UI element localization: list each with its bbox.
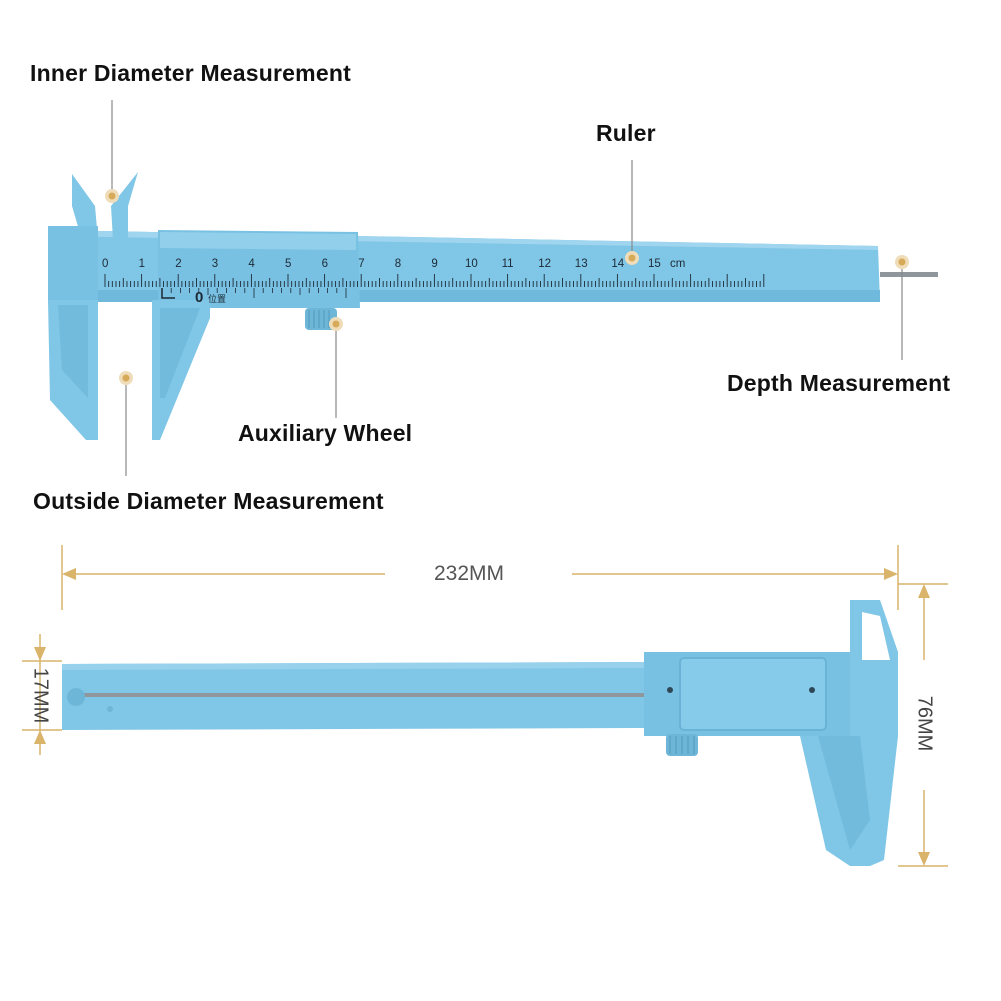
scale-number: 14: [611, 258, 624, 270]
scale-number: 6: [322, 258, 328, 270]
label-inner-diameter: Inner Diameter Measurement: [30, 60, 351, 86]
callout-dots: [105, 189, 909, 385]
inner-jaw-slot: [862, 612, 890, 660]
scale-number: 1: [139, 258, 145, 270]
back-wheel: [666, 734, 698, 756]
scale-number: 9: [431, 258, 437, 270]
scale-unit: cm: [670, 258, 685, 270]
label-ruler: Ruler: [596, 120, 656, 146]
zero-arrow: [161, 288, 175, 299]
zero-mark: 0: [195, 289, 203, 306]
scale-number: 13: [575, 258, 588, 270]
slider-panel: [679, 657, 827, 731]
scale-number: 15: [648, 258, 661, 270]
main-scale: [104, 274, 765, 287]
scale-number: 0: [102, 258, 108, 270]
label-outside-diameter: Outside Diameter Measurement: [33, 488, 384, 514]
depth-rod: [880, 272, 938, 277]
dimension-lines: [22, 545, 948, 867]
scale-number: 8: [395, 258, 401, 270]
label-depth: Depth Measurement: [727, 370, 951, 396]
scale-number: 10: [465, 258, 478, 270]
scale-number: 5: [285, 258, 291, 270]
scale-number: 12: [538, 258, 551, 270]
dim-thickness: 17MM: [29, 667, 52, 724]
scale-number: 11: [502, 258, 514, 270]
auxiliary-wheel: [305, 308, 337, 330]
scale-number: 3: [212, 258, 218, 270]
rod-end-cap: [67, 688, 85, 706]
dim-height: 76MM: [913, 695, 936, 752]
scale-number: 4: [248, 258, 255, 270]
scale-number: 2: [175, 258, 181, 270]
back-depth-rod: [80, 693, 650, 697]
zero-mark-cn: 位置: [208, 293, 226, 305]
dim-length: 232MM: [434, 562, 505, 585]
back-fixed-head: [800, 600, 898, 866]
scale-number: 7: [358, 258, 364, 270]
label-auxiliary-wheel: Auxiliary Wheel: [238, 420, 413, 446]
inner-jaw-fixed: [72, 174, 98, 240]
inner-jaw-slider: [111, 172, 138, 240]
